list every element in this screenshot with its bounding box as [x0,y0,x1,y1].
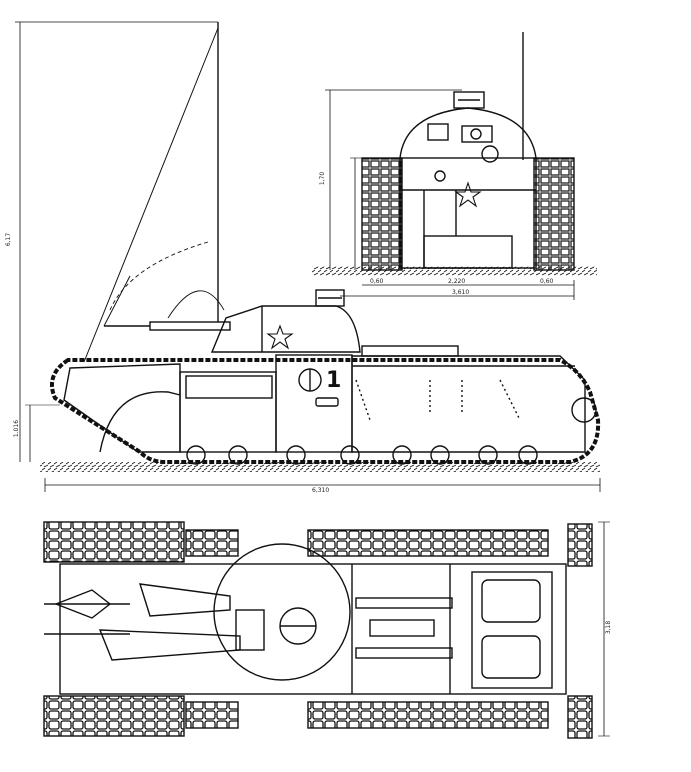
top-gun-lower [98,629,241,661]
side-turret [210,305,361,353]
top-track-lower-rear [307,701,549,729]
front-cupola [453,91,485,109]
side-length-label: 6,310 [312,487,330,494]
side-cupola [315,289,345,307]
side-hull-front [63,363,181,453]
front-track-right [533,157,575,271]
front-hull [399,157,537,269]
front-star [454,181,482,208]
front-track-right-label: 0,60 [540,278,554,285]
side-road-wheels [186,397,597,465]
top-engine-deck [471,571,553,689]
front-track-left-label: 0,60 [370,278,384,285]
side-ground [40,462,600,472]
top-track-lower-front [43,695,185,737]
hull-number: 1 [326,368,342,393]
top-width-label: 3,18 [605,620,613,635]
top-view [43,521,610,739]
top-track-upper-front [43,521,185,563]
front-height-label: 1,70 [319,171,327,186]
side-hull-rear [351,355,586,453]
side-hull-low-label: 1.016 [13,419,21,438]
front-width-label: 3,610 [452,289,470,296]
side-hull-mid [179,371,277,453]
side-star [266,324,294,350]
top-hull [59,563,567,695]
side-view [15,21,601,492]
top-track-upper-rear [307,529,549,557]
side-gun [149,321,231,331]
top-turret [213,543,351,681]
side-track [50,358,601,464]
front-ground [312,266,597,276]
front-view [312,32,597,300]
front-center-label: 2,220 [448,278,466,285]
top-gun-upper [139,583,231,617]
front-track-left [361,157,403,271]
front-turret [399,107,537,159]
side-height-label: 6,17 [5,232,13,247]
top-exhaust-lower [355,647,453,659]
top-exhaust-upper [355,597,453,609]
